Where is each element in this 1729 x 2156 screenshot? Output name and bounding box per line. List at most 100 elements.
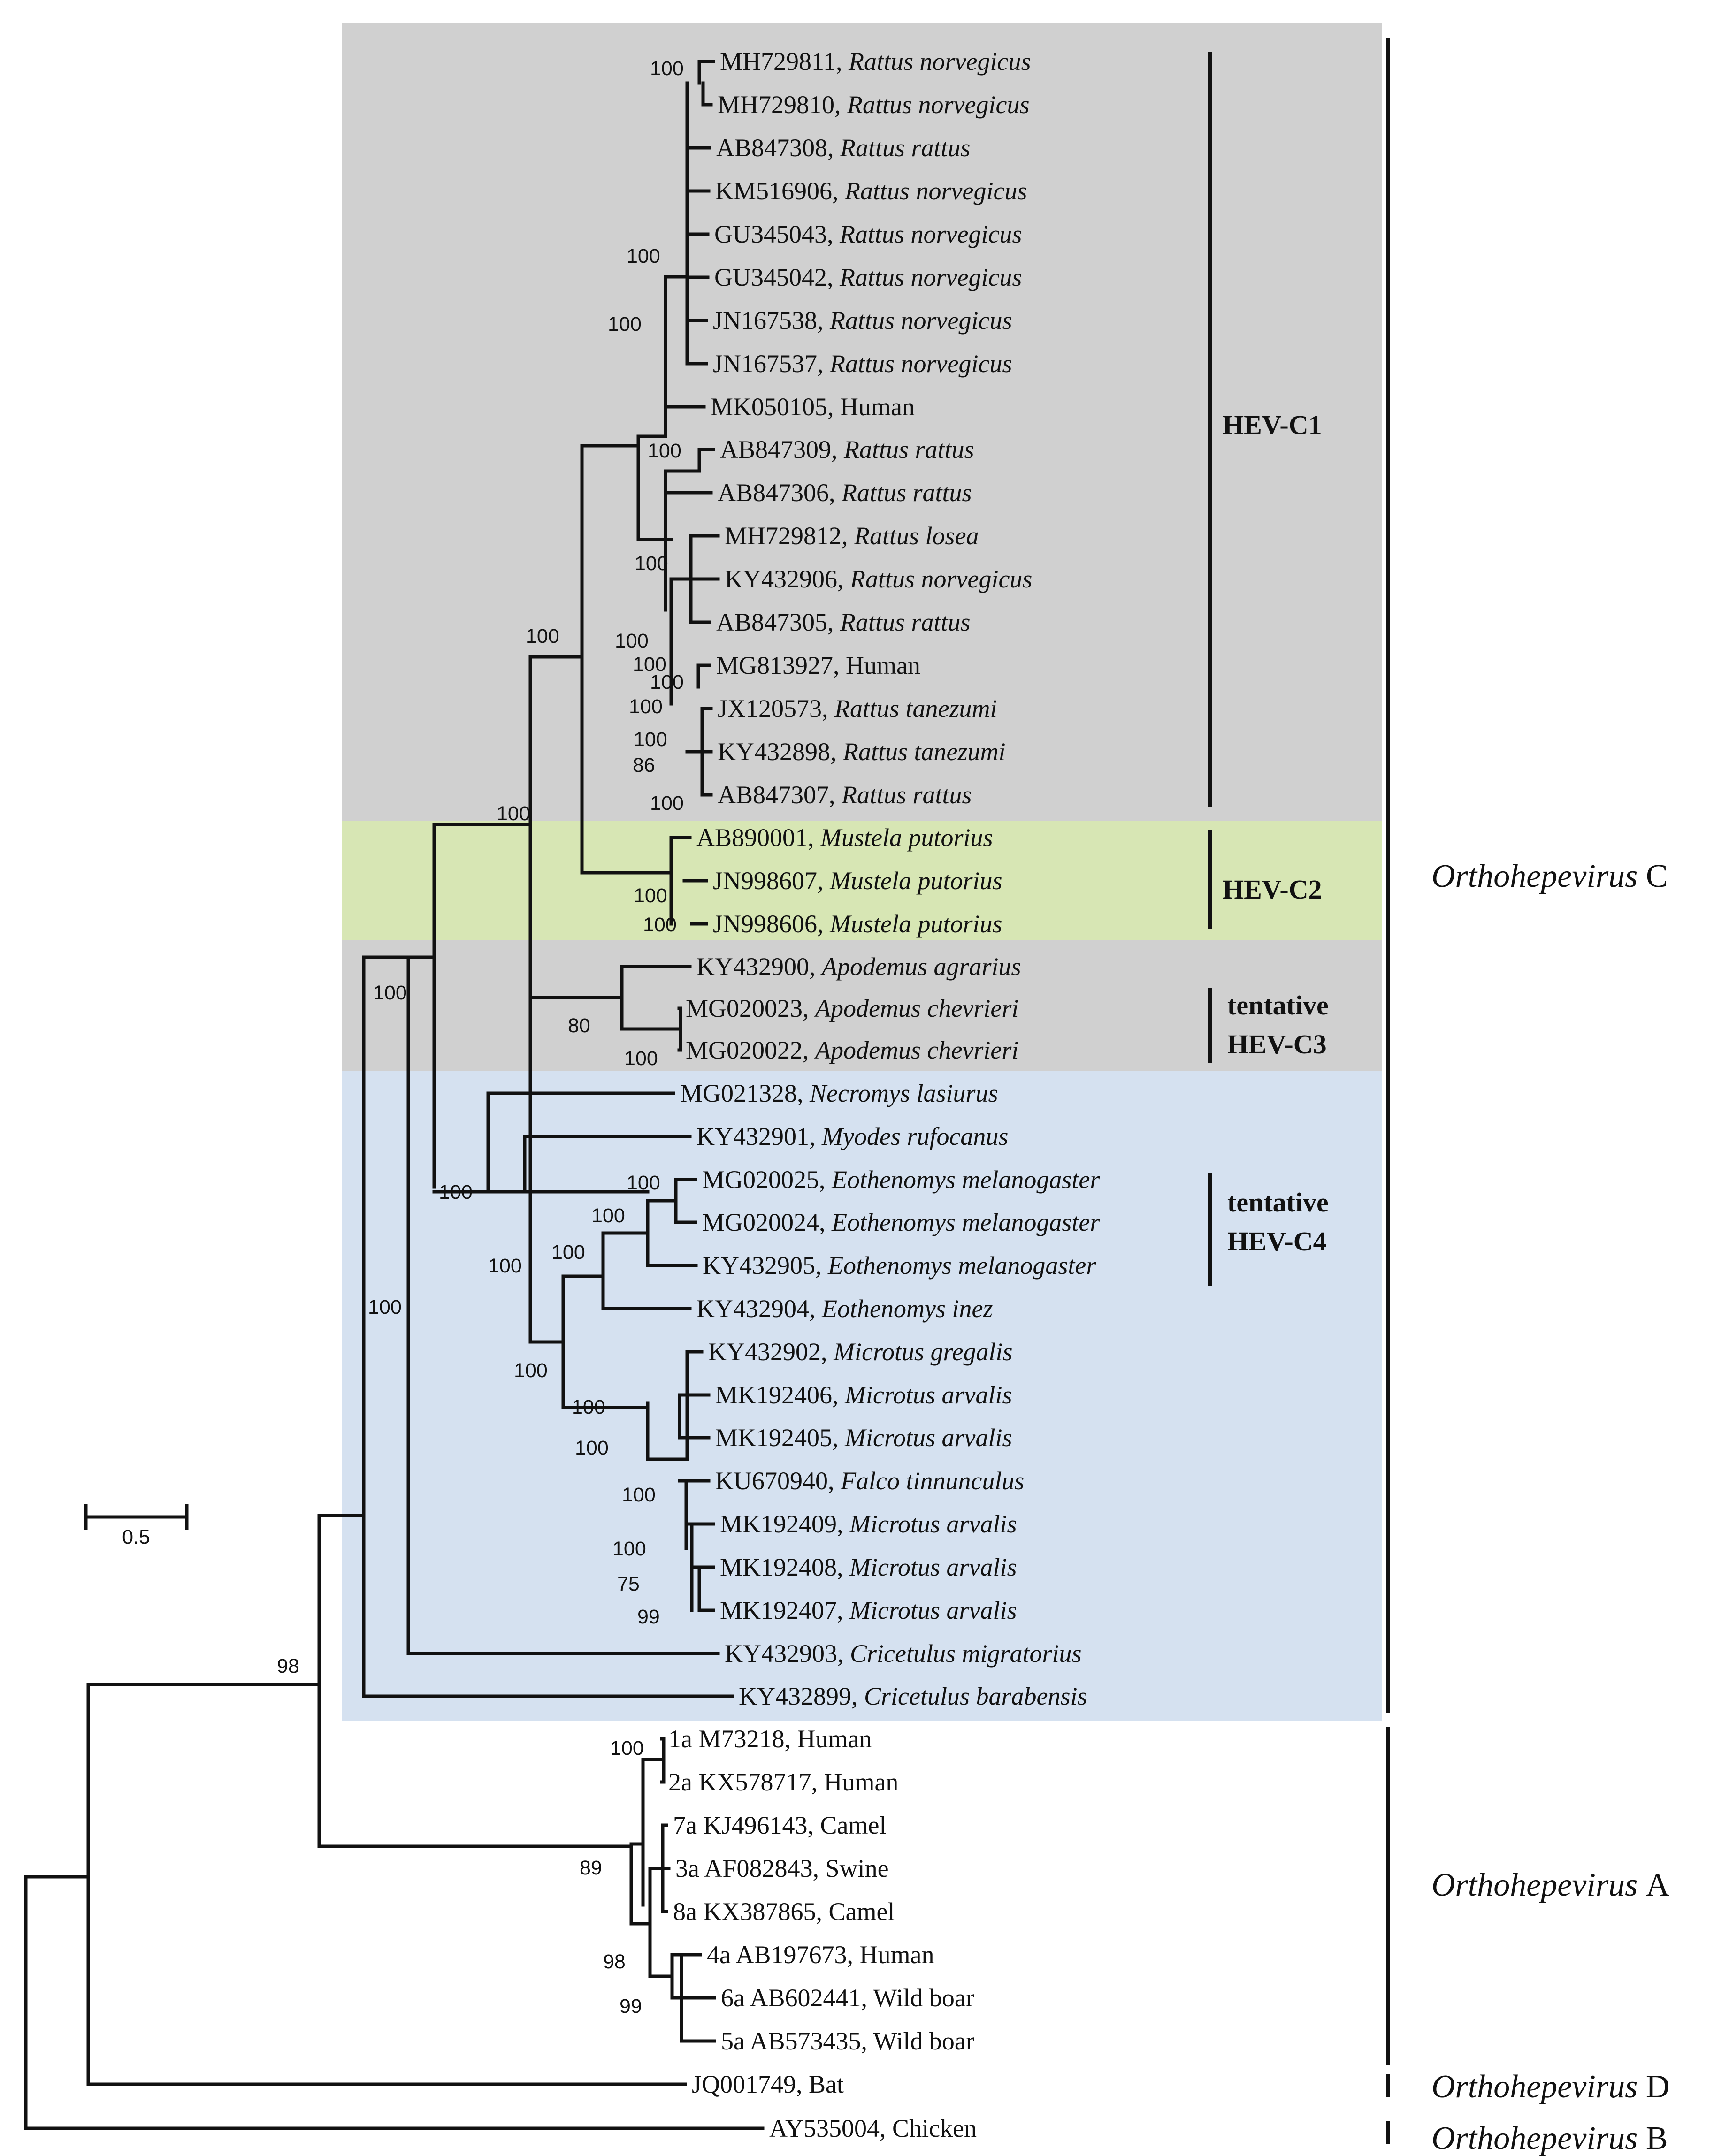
tip-label: JQ001749, Bat [692, 2070, 844, 2098]
support-value: 99 [620, 1995, 642, 2018]
tip-accession: JQ001749, [692, 2070, 809, 2098]
tip-label: 2a KX578717, Human [668, 1768, 898, 1796]
tip-label: AB847307, Rattus rattus [718, 781, 972, 809]
tip-host: Rattus norvegicus [829, 350, 1012, 378]
tip-host: Human [860, 1941, 934, 1969]
tip-host: Eothenomys melanogaster [831, 1166, 1100, 1194]
clade-labels: HEV-C1 HEV-C2 tentative HEV-C3 tentative… [1223, 410, 1329, 1257]
tip-label: MK192409, Microtus arvalis [720, 1510, 1017, 1538]
tip-accession: AB847308, [716, 134, 840, 162]
tip-accession: MH729811, [720, 47, 849, 76]
tip-accession: AB890001, [696, 823, 820, 852]
tip-accession: MG020024, [702, 1208, 832, 1236]
tip-label: JN998607, Mustela putorius [713, 867, 1002, 895]
tip-accession: 8a KX387865, [673, 1897, 828, 1926]
tip-label: JN998606, Mustela putorius [713, 910, 1002, 938]
genus-label-b: Orthohepevirus B [1431, 2120, 1668, 2156]
tip-host: Wild boar [873, 2027, 974, 2055]
support-value: 100 [612, 1538, 646, 1560]
tip-label: MK050105, Human [711, 393, 915, 421]
tip-accession: MH729810, [718, 91, 847, 119]
tip-label: MG021328, Necromys lasiurus [680, 1079, 998, 1107]
tip-label: AY535004, Chicken [769, 2114, 977, 2142]
tip-label: KY432899, Cricetulus barabensis [739, 1682, 1087, 1710]
scale-bar-line [84, 1504, 189, 1530]
tip-host: Microtus arvalis [844, 1381, 1012, 1409]
tip-label: KY432902, Microtus gregalis [708, 1338, 1012, 1366]
tip-label: MK192406, Microtus arvalis [715, 1381, 1012, 1409]
tree-branches [24, 60, 765, 2130]
tip-accession: KM516906, [715, 177, 845, 205]
tip-accession: KY432902, [708, 1338, 834, 1366]
tip-host: Apodemus chevrieri [814, 1036, 1018, 1064]
tip-host: Rattus rattus [841, 781, 972, 809]
support-value: 100 [650, 792, 684, 815]
support-value: 100 [575, 1437, 609, 1459]
tip-label: MG020024, Eothenomys melanogaster [702, 1208, 1100, 1236]
support-value: 100 [633, 653, 666, 676]
support-value: 100 [610, 1737, 644, 1760]
tip-host: Rattus norvegicus [829, 306, 1012, 335]
branch-paths [24, 60, 765, 2130]
tip-accession: MH729812, [725, 522, 854, 550]
clade-label-hev-c4-line2: HEV-C4 [1227, 1226, 1327, 1257]
tip-label: KY432901, Myodes rufocanus [696, 1122, 1008, 1150]
support-value: 100 [514, 1359, 548, 1382]
tip-host: Microtus arvalis [849, 1553, 1017, 1581]
tip-label: 8a KX387865, Camel [673, 1897, 895, 1926]
tip-accession: JN167537, [713, 350, 830, 378]
tip-host: Microtus gregalis [833, 1338, 1012, 1366]
tip-accession: GU345042, [714, 263, 840, 291]
tip-accession: AB847306, [718, 479, 842, 507]
tip-host: Necromys lasiurus [809, 1079, 998, 1107]
tip-accession: AB847307, [718, 781, 842, 809]
support-value: 100 [624, 1047, 658, 1070]
support-value: 100 [635, 552, 668, 575]
clade-label-hev-c2: HEV-C2 [1223, 874, 1322, 905]
tip-host: Rattus tanezumi [842, 738, 1006, 766]
tip-host: Rattus norvegicus [844, 177, 1027, 205]
genus-label-d: Orthohepevirus D [1431, 2069, 1669, 2105]
support-value: 100 [497, 802, 530, 825]
tip-accession: 3a AF082843, [675, 1854, 826, 1882]
tip-label: MK192408, Microtus arvalis [720, 1553, 1017, 1581]
tip-accession: MG020022, [686, 1036, 815, 1064]
tip-label: AB890001, Mustela putorius [696, 823, 993, 852]
support-value: 100 [608, 313, 642, 335]
genus-label-a: Orthohepevirus A [1431, 1867, 1670, 1903]
clade-label-hev-c4-line1: tentative [1227, 1187, 1329, 1218]
tip-accession: MK192406, [715, 1381, 845, 1409]
tip-host: Rattus tanezumi [834, 694, 997, 723]
tip-label: KY432898, Rattus tanezumi [718, 738, 1006, 766]
support-value: 100 [439, 1181, 473, 1204]
tip-host: Apodemus agrarius [820, 952, 1021, 981]
tip-host: Human [840, 393, 915, 421]
tip-accession: 2a KX578717, [668, 1768, 824, 1796]
tip-host: Rattus losea [854, 522, 979, 550]
tip-label: JX120573, Rattus tanezumi [718, 694, 997, 723]
tip-accession: KY432903, [725, 1639, 850, 1668]
support-value: 75 [617, 1573, 640, 1595]
support-value: 100 [627, 1172, 660, 1194]
support-values: 1001001001001001001001001001001008610010… [277, 57, 684, 2018]
tip-labels: MH729811, Rattus norvegicus MH729810, Rat… [668, 47, 1100, 2142]
tip-host: Swine [826, 1854, 889, 1882]
tip-host: Rattus rattus [841, 479, 972, 507]
support-value: 100 [488, 1255, 522, 1277]
tip-accession: MG020025, [702, 1166, 832, 1194]
tip-accession: KY432905, [703, 1251, 828, 1280]
tip-label: MH729810, Rattus norvegicus [718, 91, 1029, 119]
tip-label: KY432905, Eothenomys melanogaster [703, 1251, 1096, 1280]
tip-accession: MG020023, [686, 994, 815, 1022]
scale-bar-label: 0.5 [122, 1526, 150, 1548]
tip-host: Rattus rattus [840, 608, 971, 636]
tip-host: Apodemus chevrieri [814, 994, 1018, 1022]
tip-label: AB847309, Rattus rattus [720, 435, 974, 464]
tip-accession: KU670940, [715, 1467, 841, 1495]
support-value: 99 [637, 1606, 660, 1628]
tip-accession: JX120573, [718, 694, 834, 723]
tip-host: Rattus norvegicus [839, 263, 1022, 291]
